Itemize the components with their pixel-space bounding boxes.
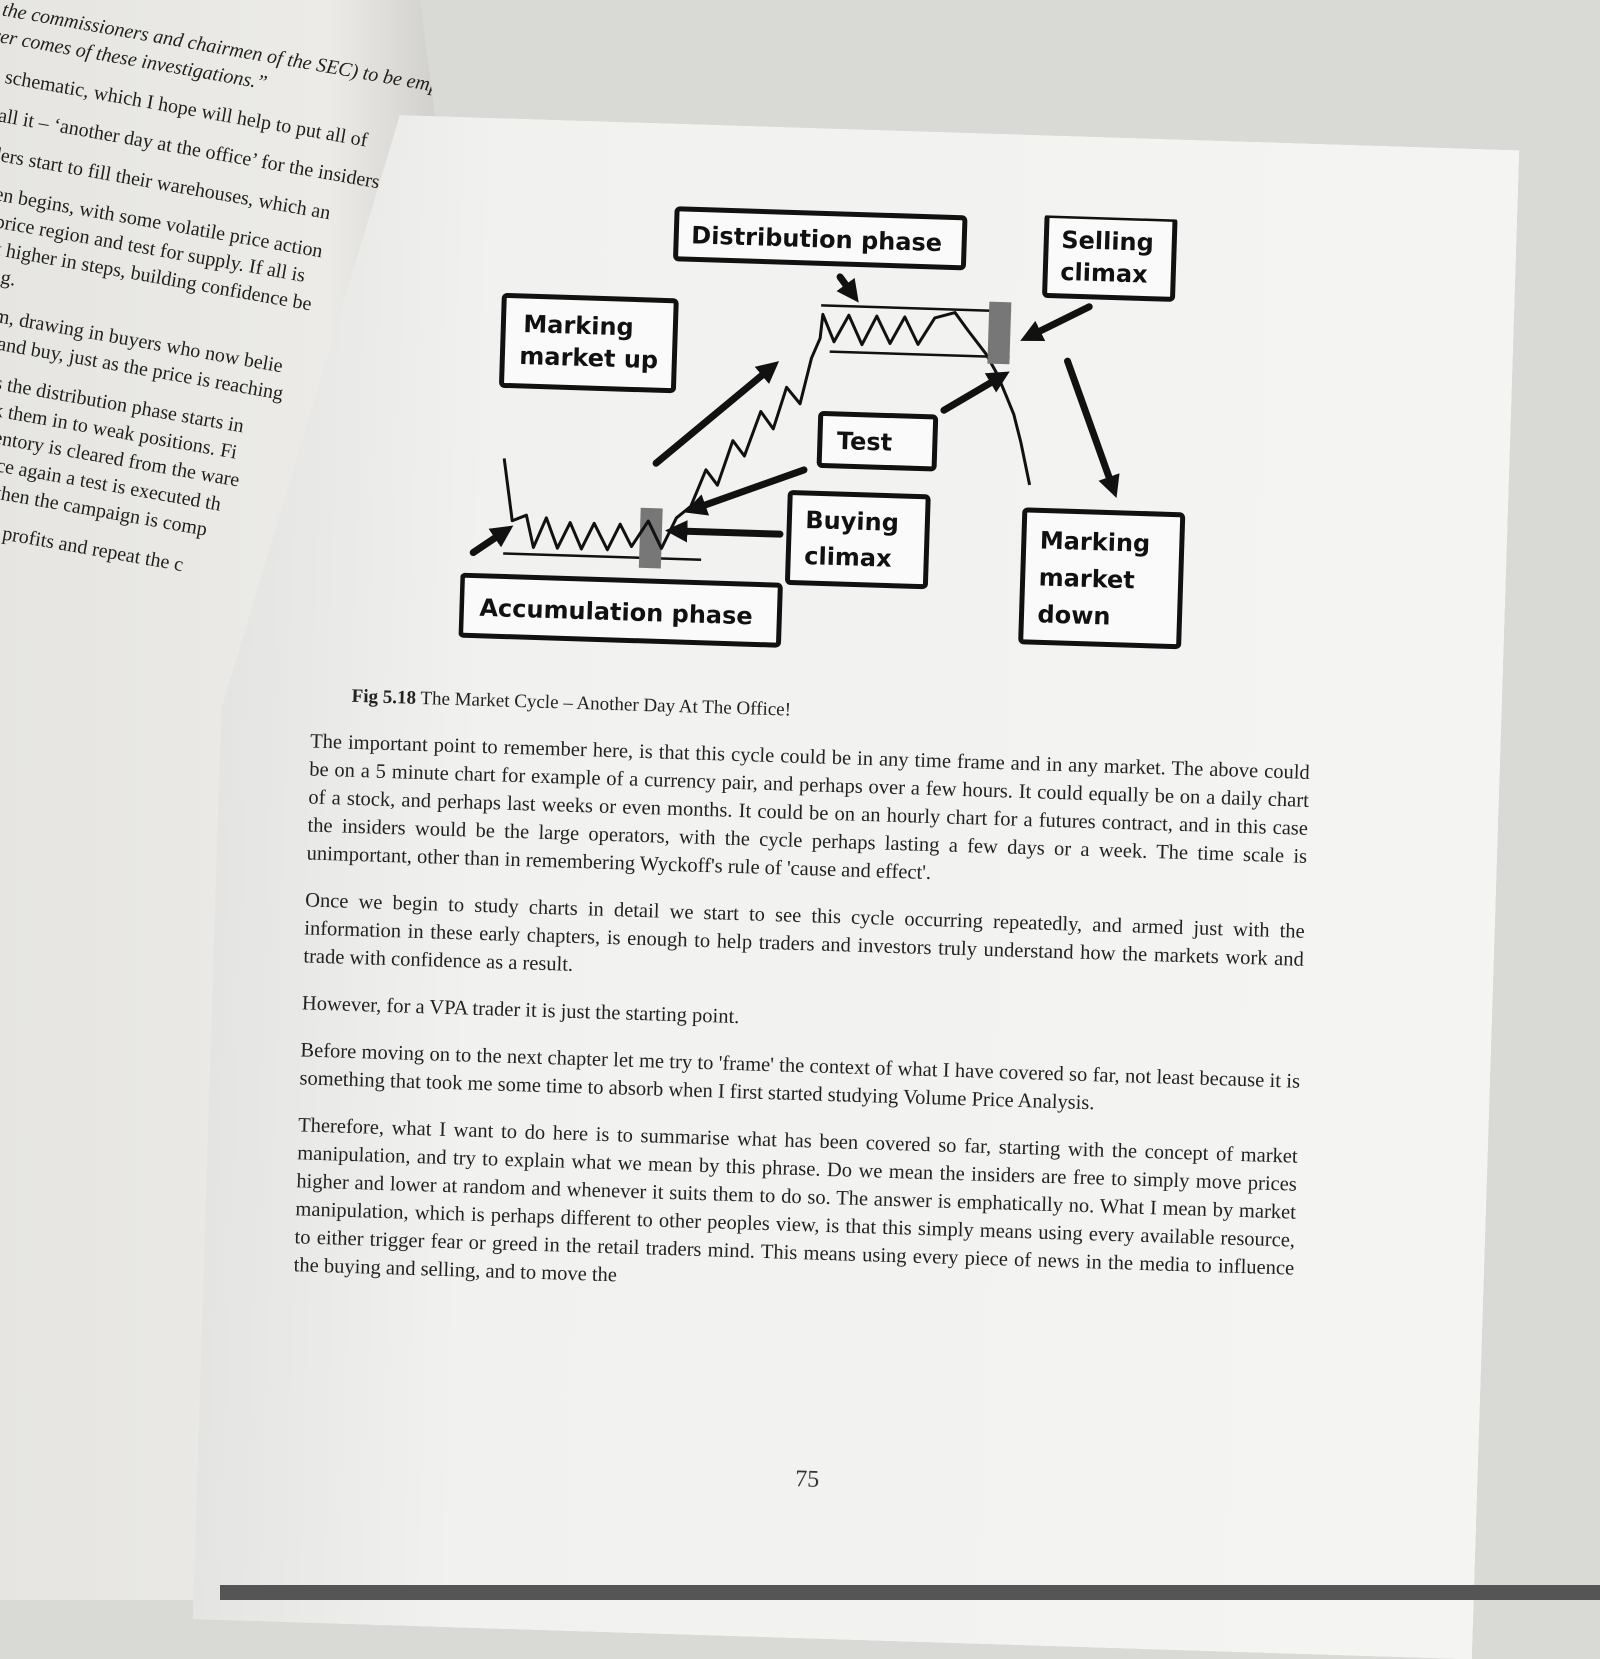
test-box: Test: [819, 413, 936, 469]
arrow-distribution: [839, 277, 854, 295]
page-number: 75: [794, 1466, 820, 1493]
paragraph: Once we begin to study charts in detail …: [303, 889, 1306, 976]
accumulation-test-bar: [639, 508, 663, 569]
distribution-phase-box: Distribution phase: [676, 209, 965, 268]
figure-number: Fig 5.18: [351, 685, 417, 709]
right-page: Distribution phase Selling climax Markin…: [193, 110, 1520, 1659]
marking-market-up-box: Marking market up: [501, 295, 676, 390]
page-content: Distribution phase Selling climax Markin…: [327, 193, 1386, 226]
paragraph: However, for a VPA trader it is just the…: [301, 992, 740, 1029]
marking-market-down-box: Marking market down: [1021, 510, 1183, 647]
selling-climax-box: Selling climax: [1045, 215, 1175, 299]
paragraph: Before moving on to the next chapter let…: [299, 1039, 1301, 1115]
distribution-range: [819, 296, 1011, 364]
test-label: Test: [836, 427, 892, 457]
marking-up-label-1: Marking: [523, 310, 634, 341]
market-cycle-diagram: Distribution phase Selling climax Markin…: [458, 197, 1212, 680]
price-path: [501, 299, 1035, 563]
market-cycle-figure: Distribution phase Selling climax Markin…: [458, 197, 1212, 680]
figure-caption-text: The Market Cycle – Another Day At The Of…: [415, 687, 792, 721]
arrow-selling-climax: [1028, 305, 1089, 339]
paragraph: Therefore, what I want to do here is to …: [293, 1114, 1298, 1287]
marking-down-label-2: market: [1038, 563, 1135, 594]
distribution-test-bar: [987, 302, 1011, 365]
arrows: [473, 266, 1120, 573]
accumulation-phase-box: Accumulation phase: [461, 575, 781, 645]
buying-climax-label-1: Buying: [805, 506, 899, 537]
arrow-marking-down: [1064, 361, 1118, 490]
buying-climax-box: Buying climax: [787, 492, 928, 586]
buying-climax-label-2: climax: [804, 542, 893, 573]
marking-down-label-3: down: [1037, 600, 1111, 630]
arrow-accumulation-entry: [473, 530, 506, 554]
marking-up-label-2: market up: [519, 342, 659, 374]
selling-climax-label-1: Selling: [1061, 226, 1154, 257]
arrow-test-distribution: [944, 374, 1002, 412]
arrow-buying-climax: [674, 531, 780, 534]
paragraph: The important point to remember here, is…: [306, 730, 1311, 885]
marking-down-label-1: Marking: [1039, 526, 1150, 557]
arrow-test-accumulation: [693, 466, 804, 512]
selling-climax-label-2: climax: [1060, 258, 1149, 289]
body-text: The important point to remember here, is…: [293, 728, 1310, 1330]
book-bottom-edge: [220, 1585, 1600, 1600]
figure-caption: Fig 5.18 The Market Cycle – Another Day …: [351, 686, 1351, 739]
arrow-marking-up: [656, 363, 772, 467]
accumulation-range: [503, 504, 703, 570]
